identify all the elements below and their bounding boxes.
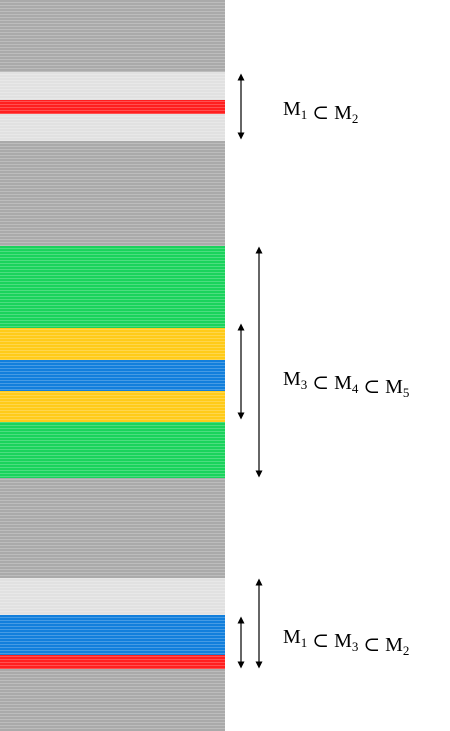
subset-symbol: ⊂ bbox=[358, 634, 385, 656]
stripe-overlay bbox=[0, 0, 225, 731]
subset-symbol: ⊂ bbox=[307, 372, 334, 394]
subscript: 1 bbox=[301, 635, 308, 650]
subscript: 2 bbox=[352, 111, 359, 126]
range-arrows bbox=[237, 73, 263, 669]
set-symbol: M bbox=[385, 634, 403, 656]
subscript: 3 bbox=[301, 377, 308, 392]
set-symbol: M bbox=[283, 368, 301, 390]
label-m1-subset-m2: M1 ⊂ M2 bbox=[283, 98, 358, 126]
set-symbol: M bbox=[283, 626, 301, 648]
subscript: 3 bbox=[352, 639, 359, 654]
subset-symbol: ⊂ bbox=[307, 630, 334, 652]
set-symbol: M bbox=[283, 98, 301, 120]
subset-symbol: ⊂ bbox=[358, 376, 385, 398]
subscript: 4 bbox=[352, 381, 359, 396]
subscript: 2 bbox=[403, 643, 410, 658]
subset-symbol: ⊂ bbox=[307, 102, 334, 124]
subscript: 1 bbox=[301, 107, 308, 122]
set-symbol: M bbox=[334, 102, 352, 124]
set-symbol: M bbox=[385, 376, 403, 398]
label-m3-subset-m4-subset-m5: M3 ⊂ M4 ⊂ M5 bbox=[283, 368, 409, 400]
subscript: 5 bbox=[403, 385, 410, 400]
set-symbol: M bbox=[334, 372, 352, 394]
set-symbol: M bbox=[334, 630, 352, 652]
label-m1-subset-m3-subset-m2: M1 ⊂ M3 ⊂ M2 bbox=[283, 626, 409, 658]
